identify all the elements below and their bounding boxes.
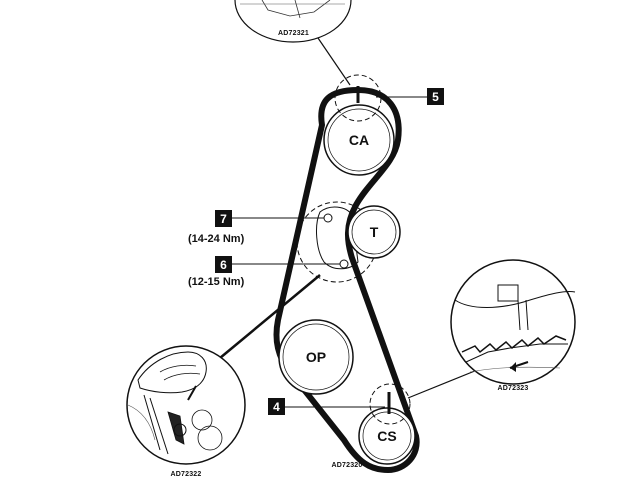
inset-top: AD72321 — [234, 0, 352, 86]
op-pulley: OP — [278, 319, 354, 395]
figure-code-main: AD72320 — [332, 462, 363, 469]
inset-left: AD72322 — [126, 274, 321, 478]
callout-7-torque: (14-24 Nm) — [188, 233, 245, 245]
figure-code-right: AD72323 — [498, 385, 529, 392]
cs-timing-mark — [369, 383, 411, 425]
callout-5: 5 — [427, 88, 444, 105]
inset-right: AD72323 — [407, 259, 576, 399]
figure-code-top: AD72321 — [278, 30, 309, 37]
figure-code-left: AD72322 — [171, 471, 202, 478]
cs-pulley-label: CS — [377, 428, 396, 444]
op-pulley-label: OP — [306, 349, 326, 365]
callout-6: 6 (12-15 Nm) — [188, 256, 340, 288]
callout-7: 7 (14-24 Nm) — [188, 210, 324, 245]
tensioner-pulley: T — [347, 205, 401, 259]
cs-pulley: CS — [358, 407, 416, 465]
ca-pulley-label: CA — [349, 132, 369, 148]
callout-4: 4 — [268, 398, 385, 415]
callout-5-number: 5 — [432, 90, 439, 104]
tensioner-pulley-label: T — [370, 224, 379, 240]
ca-timing-mark — [334, 74, 427, 122]
callout-6-torque: (12-15 Nm) — [188, 276, 245, 288]
ca-pulley: CA — [323, 104, 395, 176]
callout-7-number: 7 — [220, 212, 227, 226]
callout-4-number: 4 — [273, 400, 280, 414]
callout-6-number: 6 — [220, 258, 227, 272]
